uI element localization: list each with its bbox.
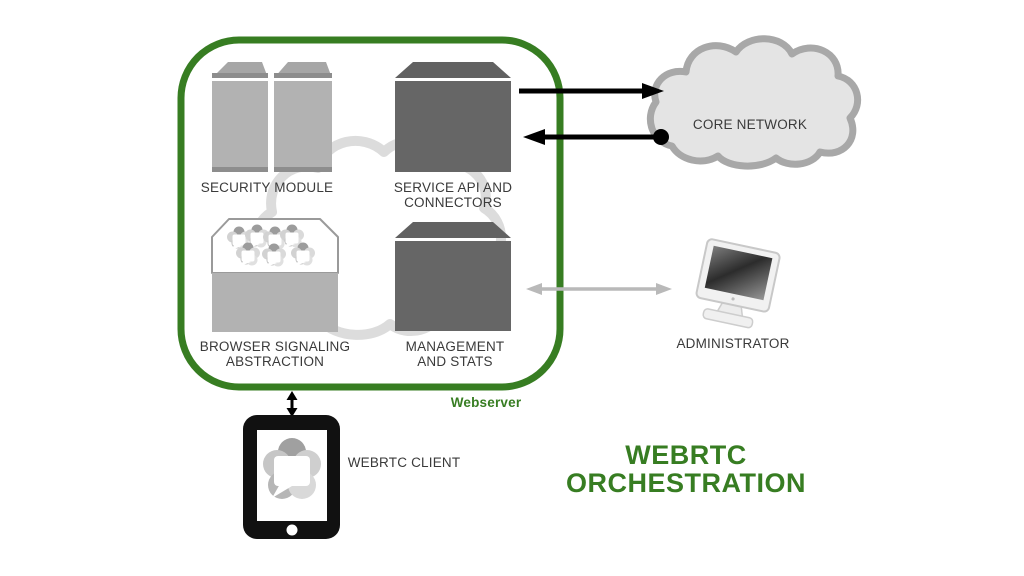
security-module-label: SECURITY MODULE	[201, 180, 334, 195]
diagram-title-line2: ORCHESTRATION	[566, 468, 806, 498]
diagram-title: WEBRTC ORCHESTRATION	[566, 441, 806, 497]
label-line: SERVICE API AND	[393, 180, 513, 195]
administrator-label: ADMINISTRATOR	[676, 336, 790, 351]
core-network-label: CORE NETWORK	[692, 117, 808, 132]
core-network-cloud-icon	[646, 35, 862, 170]
browser-signaling-label: BROWSER SIGNALING ABSTRACTION	[200, 339, 350, 369]
security-module-icon	[212, 62, 332, 172]
diagram-title-line1: WEBRTC	[625, 440, 747, 470]
webserver-boundary	[177, 36, 564, 391]
arrow-webserver-client	[286, 391, 298, 417]
webrtc-logo-icon	[263, 438, 321, 499]
webserver-label: Webserver	[450, 395, 522, 410]
label-line: ABSTRACTION	[225, 354, 325, 369]
webrtc-client-label: WEBRTC CLIENT	[347, 455, 461, 470]
service-api-label: SERVICE API AND CONNECTORS	[394, 180, 512, 210]
arrow-webserver-to-core	[519, 83, 664, 99]
label-line: SECURITY MODULE	[200, 180, 334, 195]
service-api-icon	[395, 62, 511, 172]
arrow-core-to-webserver	[523, 129, 669, 145]
webrtc-client-tablet-icon	[243, 415, 340, 539]
label-line: AND STATS	[417, 354, 493, 369]
management-stats-label: MANAGEMENT AND STATS	[406, 339, 505, 369]
label-line: BROWSER SIGNALING	[199, 339, 351, 354]
administrator-monitor-icon	[695, 238, 781, 329]
arrow-webserver-administrator	[526, 283, 672, 295]
browser-signaling-icon	[211, 218, 339, 332]
label-line: CONNECTORS	[404, 195, 502, 210]
management-stats-icon	[395, 222, 511, 331]
label-line: MANAGEMENT	[405, 339, 505, 354]
